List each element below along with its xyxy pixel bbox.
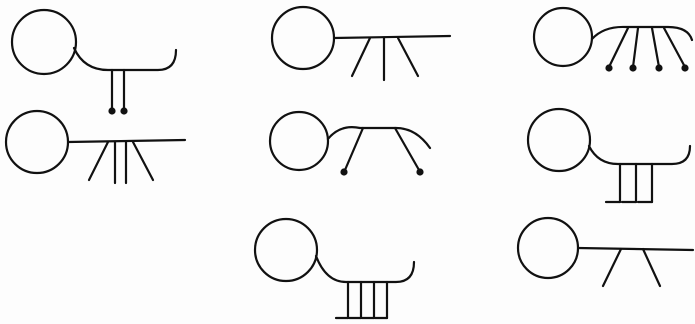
creature-2-head <box>6 111 68 173</box>
creature-1-foot-dot <box>108 107 115 114</box>
creature-4-leg <box>345 128 363 170</box>
creature-3-leg <box>398 38 418 76</box>
creature-3-body <box>334 36 450 38</box>
creature-8-leg <box>643 249 660 286</box>
creature-6 <box>534 8 692 72</box>
creature-6-foot-dot <box>629 64 636 71</box>
creature-3-leg <box>352 38 370 76</box>
creature-8-head <box>518 218 578 278</box>
creature-7 <box>255 219 414 318</box>
creature-6-leg <box>664 28 685 67</box>
creature-2-leg <box>89 142 108 180</box>
creature-2 <box>6 111 185 183</box>
creature-5 <box>528 109 690 202</box>
creature-5-head <box>528 109 590 171</box>
creature-6-leg <box>609 28 628 67</box>
creature-7-head <box>255 219 317 281</box>
creature-6-leg <box>652 28 659 67</box>
creature-8-body <box>578 248 693 250</box>
creature-6-foot-dot <box>681 64 688 71</box>
creature-7-body <box>316 256 414 282</box>
creature-4-head <box>270 112 328 170</box>
creature-1-foot-dot <box>120 107 127 114</box>
creature-1-body <box>74 48 176 70</box>
creature-6-foot-dot <box>605 64 612 71</box>
creature-8 <box>518 218 693 286</box>
creature-4-foot-dot <box>416 168 423 175</box>
creature-2-leg <box>133 142 153 180</box>
creature-4 <box>270 112 430 176</box>
creature-6-head <box>534 8 592 66</box>
creature-3-head <box>272 7 334 69</box>
creature-1-head <box>12 10 76 74</box>
creature-5-body <box>589 146 690 164</box>
creature-1 <box>12 10 176 115</box>
creature-8-leg <box>603 249 621 286</box>
creature-6-foot-dot <box>655 64 662 71</box>
creature-4-foot-dot <box>340 168 347 175</box>
creature-6-body <box>592 27 692 40</box>
creature-6-leg <box>633 28 638 67</box>
creature-3 <box>272 7 450 80</box>
creature-4-body <box>328 127 430 148</box>
